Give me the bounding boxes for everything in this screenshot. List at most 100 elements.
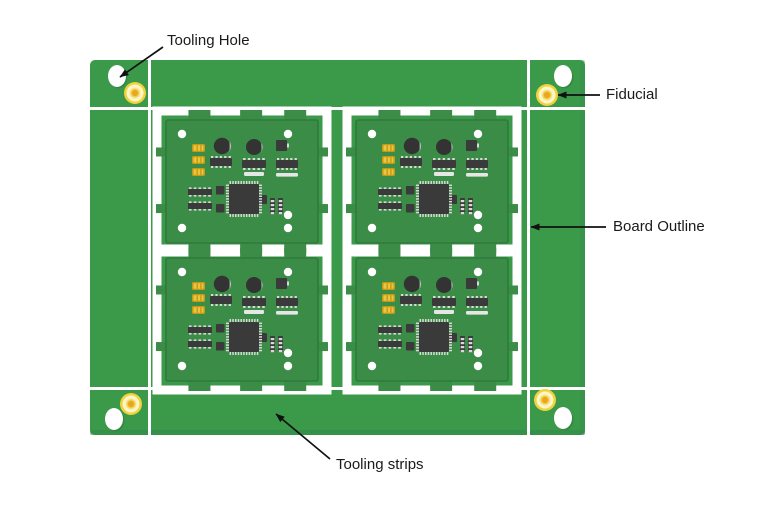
resistor-pin: [203, 209, 206, 211]
qfp-pin-bottom: [235, 214, 237, 217]
qfp-pin-right: [259, 203, 262, 206]
board-substrate: [166, 258, 318, 381]
chip-component: [406, 204, 415, 213]
electrolytic-capacitor: [403, 275, 421, 293]
pin-header-contact: [460, 204, 465, 207]
soic-package: [466, 298, 488, 306]
qfp-pin-left: [416, 190, 419, 192]
qfp-pin-right: [259, 344, 262, 346]
ic-pin: [285, 168, 289, 170]
qfp-pin-left: [226, 209, 229, 211]
qfp-pin-bottom: [433, 352, 435, 355]
ic-pin: [224, 166, 227, 168]
resistor-pin: [388, 195, 392, 197]
via-pad: [367, 361, 377, 371]
ic-pin: [442, 306, 446, 308]
breakaway-tab-bottom: [474, 380, 497, 391]
breakaway-tab-bottom: [188, 242, 211, 253]
ic-pin: [262, 158, 265, 160]
qfp-pin-top: [446, 181, 449, 184]
resistor-pin: [378, 333, 382, 335]
gold-pad-split: [196, 307, 198, 313]
ic-pin: [252, 168, 256, 170]
resistor-array: [378, 189, 402, 195]
qfp-pin-left: [226, 322, 229, 325]
pin-header-contact: [468, 204, 473, 207]
gold-pad-split: [390, 169, 392, 175]
gold-pad-split: [390, 283, 392, 289]
board-substrate: [166, 120, 318, 243]
ic-pin: [281, 306, 284, 308]
ic-pin: [484, 158, 487, 160]
pin-header-contact: [460, 208, 465, 211]
qfp-pin-left: [416, 200, 419, 203]
breakaway-tab-top: [430, 248, 453, 259]
resistor-pin: [193, 187, 197, 189]
pin-header-contact: [468, 212, 473, 215]
tooling-hole[interactable]: [554, 65, 572, 87]
ic-pin: [252, 296, 256, 298]
gold-pad-split: [200, 145, 202, 151]
board-top-right[interactable]: [355, 119, 509, 244]
qfp-pin-top: [256, 181, 259, 184]
board-bottom-left[interactable]: [165, 257, 319, 382]
qfp-pin-top: [441, 319, 443, 322]
qfp-pin-bottom: [444, 214, 446, 217]
gold-pad: [383, 145, 394, 151]
capacitor-polarity-mark: [419, 279, 422, 290]
ic-pin: [228, 166, 231, 168]
qfp-pin-left: [416, 344, 419, 346]
panel-layer: [90, 60, 585, 435]
qfp-pin-top: [229, 181, 232, 184]
gold-pad-split: [200, 295, 202, 301]
gold-pad-split: [196, 157, 198, 163]
gold-pad-split: [390, 307, 392, 313]
ic-pin: [276, 158, 280, 160]
ic-pin: [405, 166, 408, 168]
ic-pin: [466, 158, 470, 160]
qfp-pin-left: [416, 328, 419, 330]
tooling-hole[interactable]: [554, 407, 572, 429]
resistor-pin: [188, 333, 192, 335]
capacitor-polarity-mark: [261, 280, 263, 291]
qfp-pin-right: [259, 184, 262, 187]
qfp-pin-top: [251, 181, 253, 184]
board-top-left[interactable]: [165, 119, 319, 244]
ic-pin: [437, 296, 441, 298]
ic-pin: [452, 168, 455, 170]
qfp-pin-right: [449, 211, 452, 214]
resistor-pin: [188, 209, 192, 211]
qfp-microcontroller: [419, 184, 449, 214]
breakaway-tab-bottom: [378, 380, 401, 391]
gold-pad-split: [200, 307, 202, 313]
qfp-pin-top: [433, 181, 435, 184]
board-bottom-right[interactable]: [355, 257, 509, 382]
resistor-pin: [378, 187, 382, 189]
scribe-line-left-bottom: [148, 387, 151, 435]
ic-pin: [210, 156, 214, 158]
pin-header-contact: [278, 208, 283, 211]
qfp-pin-right: [449, 195, 452, 197]
resistor-pin: [198, 209, 202, 211]
qfp-pin-right: [259, 330, 262, 333]
ic-pin: [294, 158, 297, 160]
qfp-pin-top: [235, 319, 237, 322]
resistor-array: [378, 203, 402, 209]
qfp-pin-bottom: [251, 352, 253, 355]
qfp-pin-bottom: [243, 214, 245, 217]
tooling-hole[interactable]: [105, 408, 123, 430]
ic-pin: [400, 304, 404, 306]
tooling-hole[interactable]: [108, 65, 126, 87]
qfp-pin-bottom: [256, 214, 259, 217]
qfp-pin-top: [422, 319, 424, 322]
ic-pin: [405, 294, 408, 296]
pin-header-contact: [460, 346, 465, 349]
ic-pin: [210, 294, 214, 296]
qfp-pin-right: [449, 184, 452, 187]
via-pad: [283, 361, 293, 371]
ic-pin: [447, 158, 450, 160]
pin-header-contact: [270, 346, 275, 349]
breakaway-tab-top: [188, 110, 211, 121]
